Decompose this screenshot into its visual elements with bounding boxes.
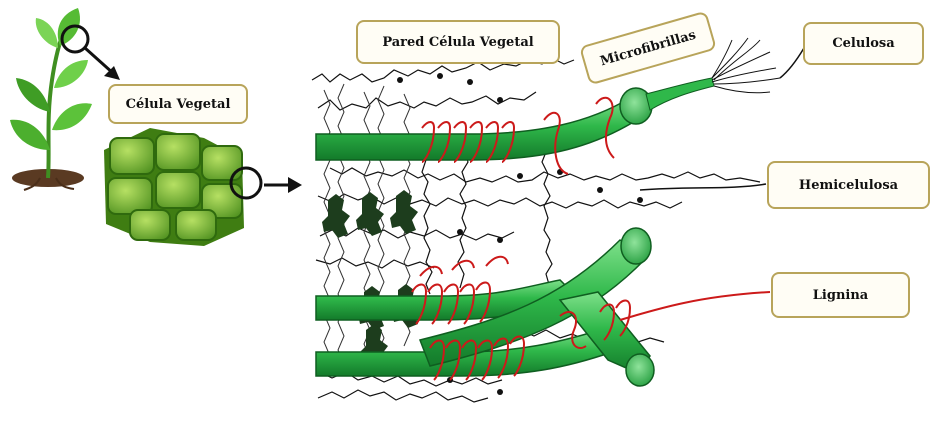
- label-hemicellulose: Hemicelulosa: [767, 161, 930, 209]
- arrow-plant-to-cell: [85, 48, 120, 80]
- lignin-clusters: [322, 190, 420, 368]
- label-lignin: Lignina: [771, 272, 910, 318]
- label-cellulose: Celulosa: [803, 22, 924, 65]
- label-plant-cell: Célula Vegetal: [108, 84, 248, 124]
- arrow-cell-to-wall: [264, 177, 302, 193]
- plant-seedling-image: [10, 8, 92, 190]
- label-cell-wall: Pared Célula Vegetal: [356, 20, 560, 64]
- plant-cells-cluster: [104, 128, 244, 246]
